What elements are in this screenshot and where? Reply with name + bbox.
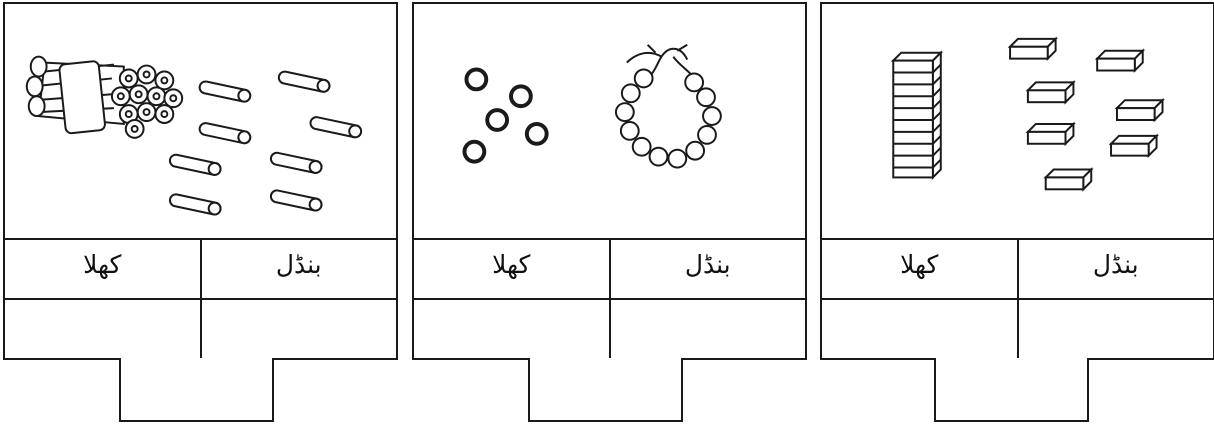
loose-label: کھلا <box>414 250 609 279</box>
loose-label-cell: کھلا <box>5 240 200 298</box>
sticks-picture <box>5 4 396 238</box>
bundle-label: بنڈل <box>1019 250 1214 279</box>
bundle-label: بنڈل <box>611 250 806 279</box>
blocks-picture <box>822 4 1213 238</box>
loose-answer-box[interactable] <box>414 300 609 358</box>
label-row: کھلا بنڈل <box>5 238 396 298</box>
label-row: کھلا بنڈل <box>414 238 805 298</box>
total-answer-box[interactable] <box>119 358 274 422</box>
loose-label-cell: کھلا <box>414 240 609 298</box>
card-beads: کھلا بنڈل <box>412 2 807 360</box>
loose-blocks <box>1010 39 1162 189</box>
beads-picture <box>414 4 805 238</box>
bundle-label-cell: بنڈل <box>609 240 806 298</box>
label-row: کھلا بنڈل <box>822 238 1213 298</box>
loose-beads <box>464 70 546 162</box>
bundle-label: بنڈل <box>202 250 397 279</box>
answer-row <box>414 298 805 358</box>
blocks-illustration <box>822 4 1213 238</box>
bundle-label-cell: بنڈل <box>1017 240 1214 298</box>
loose-answer-box[interactable] <box>822 300 1017 358</box>
loose-sticks <box>169 71 362 216</box>
total-answer-box[interactable] <box>528 358 683 422</box>
bundle-answer-box[interactable] <box>1017 300 1214 358</box>
bundle-answer-box[interactable] <box>200 300 397 358</box>
bead-necklace <box>616 45 721 168</box>
bundle-answer-box[interactable] <box>609 300 806 358</box>
answer-row <box>822 298 1213 358</box>
sticks-illustration <box>5 4 396 238</box>
card-sticks: کھلا بنڈل <box>3 2 398 360</box>
sticks-bundle <box>27 57 182 138</box>
loose-label-cell: کھلا <box>822 240 1017 298</box>
blocks-stack <box>893 53 941 178</box>
total-answer-box[interactable] <box>934 358 1089 422</box>
card-blocks: کھلا بنڈل <box>820 2 1214 360</box>
loose-label: کھلا <box>822 250 1017 279</box>
loose-answer-box[interactable] <box>5 300 200 358</box>
loose-label: کھلا <box>5 250 200 279</box>
beads-illustration <box>414 4 805 238</box>
answer-row <box>5 298 396 358</box>
bundle-label-cell: بنڈل <box>200 240 397 298</box>
